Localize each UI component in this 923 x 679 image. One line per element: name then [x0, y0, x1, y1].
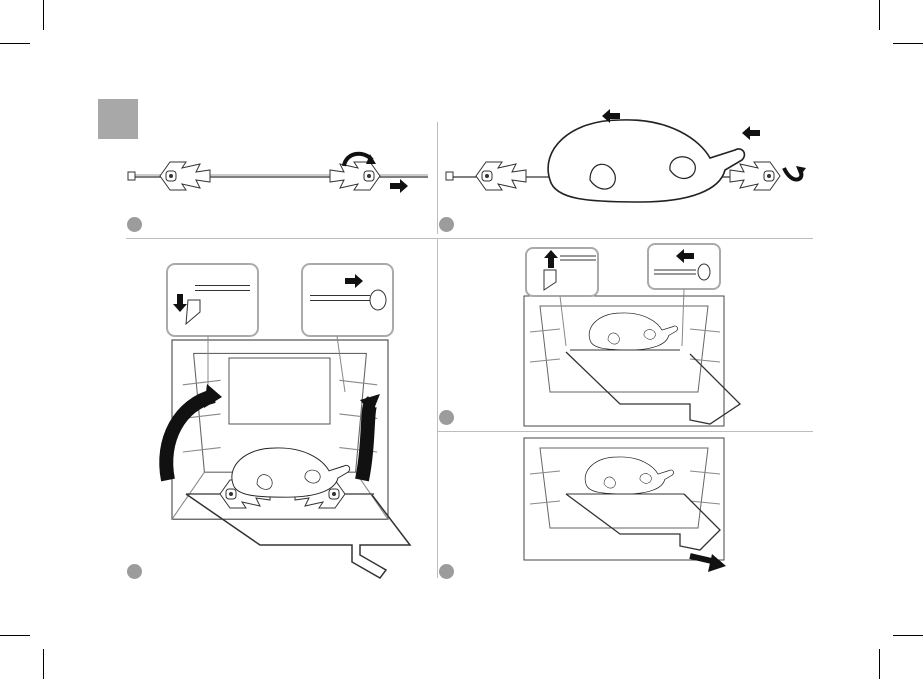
- rotate-arrow-icon: [796, 166, 806, 176]
- step-4-illustration: [524, 244, 740, 426]
- arrow-right-icon: [390, 179, 408, 193]
- detail-callout: [526, 248, 598, 296]
- step-1-illustration: [128, 154, 428, 193]
- step-5-illustration: [524, 438, 726, 572]
- step-3-illustration: [166, 264, 410, 578]
- step-2-illustration: [446, 109, 806, 202]
- arrow-left-icon: [742, 126, 760, 140]
